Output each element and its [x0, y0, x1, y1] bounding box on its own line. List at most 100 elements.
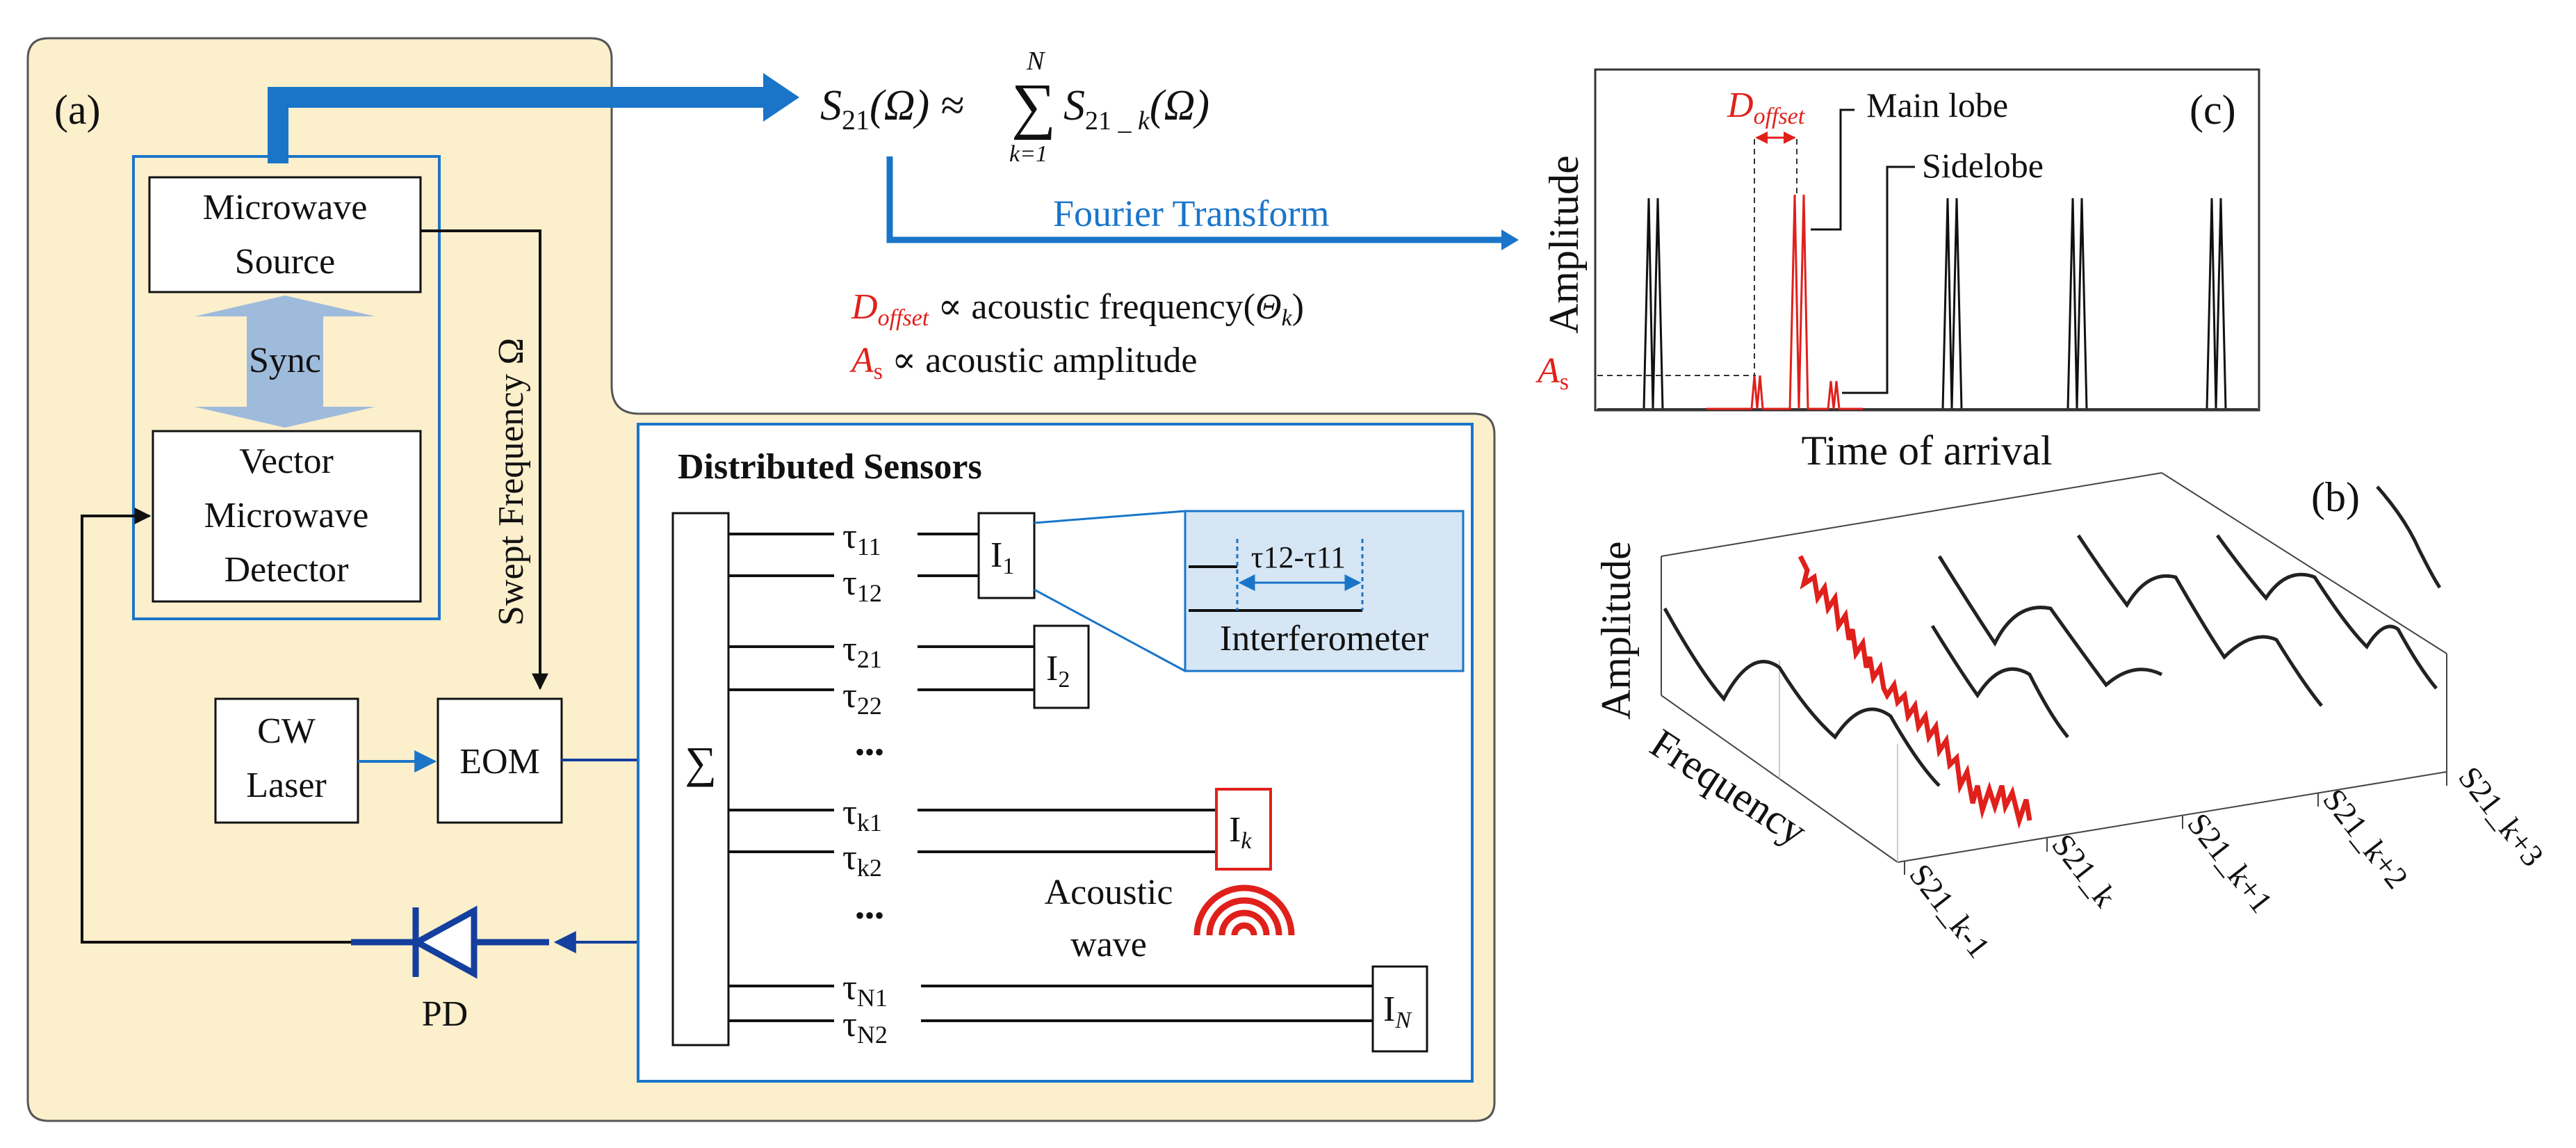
panel-b-red-curve: [1798, 555, 2032, 830]
interferometer-N-box: [1371, 965, 1428, 1053]
tau-k2-base: τ: [842, 838, 857, 878]
eom-box: [437, 697, 563, 824]
tau-21-base: τ: [842, 629, 857, 669]
sidelobe-leader: [1842, 165, 1915, 394]
fourier-arrowhead: [1501, 229, 1519, 250]
output-arrowhead: [763, 73, 799, 122]
panel-a-label: (a): [54, 87, 101, 133]
series-label-k+2: S21_k+2: [2316, 782, 2415, 896]
eom-label: EOM: [459, 742, 540, 782]
tau-N2-base: τ: [842, 1005, 857, 1044]
interferometer-1-label: I1: [991, 535, 1014, 579]
panel-c-pulses: [1642, 197, 2227, 410]
vector-detector-line2: Microwave: [204, 496, 369, 535]
sync-arrow: [195, 296, 375, 428]
tau-21-sub: 21: [857, 645, 882, 673]
tau-k1-base: τ: [842, 793, 857, 832]
tau-22-sub: 22: [857, 692, 882, 720]
panel-b-label: (b): [2311, 474, 2360, 520]
equation-rhs: S21 _ k(Ω): [1063, 82, 1209, 136]
cw-laser-line2: Laser: [246, 766, 326, 805]
tau-22-base: τ: [842, 676, 857, 716]
dots-1: •••: [855, 736, 884, 768]
microwave-source-box: [148, 176, 422, 293]
swept-frequency-line: [421, 229, 548, 690]
interferometer-k-box: [1215, 788, 1272, 871]
panel-b-ylabel: Amplitude: [1593, 541, 1639, 720]
fiber-lines: [728, 533, 1373, 1022]
microwave-source-line2: Source: [235, 242, 335, 282]
equation-upper: N: [1026, 47, 1046, 76]
as-relation: As ∝ acoustic amplitude: [849, 341, 1198, 385]
panel-b-grid: [1779, 661, 1898, 862]
main-lobe-label: Main lobe: [1866, 86, 2008, 124]
sum-symbol: ∑: [685, 738, 717, 787]
tau-11-sub: 11: [857, 533, 881, 560]
acoustic-wave-line1: Acoustic: [1045, 873, 1173, 912]
panel-c-xlabel: Time of arrival: [1801, 428, 2052, 474]
tau-N1-base: τ: [842, 968, 857, 1008]
tau-12-base: τ: [842, 563, 857, 603]
equation-lower: k=1: [1009, 141, 1047, 167]
microwave-source-line1: Microwave: [203, 188, 368, 227]
pd-label: PD: [422, 994, 468, 1034]
vector-detector-line1: Vector: [239, 442, 334, 481]
doffset-relation: Doffset ∝ acoustic frequency(Θk): [851, 287, 1304, 331]
output-arrow: [268, 87, 765, 163]
svg-text:τ21: τ21: [842, 629, 882, 673]
sync-label: Sync: [249, 341, 321, 380]
panel-c-ylabel: Amplitude: [1541, 155, 1587, 334]
interferometer-2-box: [1033, 624, 1090, 709]
fourier-label: Fourier Transform: [1053, 193, 1330, 234]
acoustic-wave-line2: wave: [1070, 925, 1147, 964]
svg-text:τ22: τ22: [842, 676, 882, 720]
interferometer-N-label: IN: [1383, 989, 1412, 1033]
vector-detector-line3: Detector: [224, 550, 348, 590]
interferometer-k-label: Ik: [1229, 810, 1252, 854]
tau-N2-sub: N2: [857, 1021, 888, 1049]
svg-text:τ12: τ12: [842, 563, 882, 607]
sum-box: [671, 512, 730, 1046]
swept-frequency-label: Swept Frequency Ω: [491, 338, 531, 626]
dots-2: •••: [855, 900, 884, 931]
tau-k1-sub: k1: [857, 809, 882, 836]
svg-text:τk1: τk1: [842, 793, 882, 836]
svg-text:τN2: τN2: [842, 1005, 888, 1049]
tau-12-sub: 12: [857, 579, 882, 607]
pd-triangle: [410, 905, 478, 979]
main-lobe-leader: [1811, 108, 1854, 231]
panel-c-label: (c): [2190, 87, 2236, 133]
panel-b-curves: [1663, 485, 2442, 787]
series-label-k+1: S21_k+1: [2180, 807, 2280, 920]
tau-k2-sub: k2: [857, 854, 882, 882]
series-label-k: S21_k: [2045, 827, 2123, 914]
equation-sum: ∑: [1011, 72, 1056, 140]
panel-c-as: As: [1535, 351, 1569, 395]
interferometer-inset: [1184, 510, 1465, 672]
series-label-k+3: S21_k+3: [2452, 760, 2551, 873]
sidelobe-label: Sidelobe: [1922, 146, 2044, 185]
vna-group: [132, 155, 441, 620]
acoustic-wave-icon: [1193, 884, 1295, 936]
inset-connector-bottom: [1034, 588, 1186, 672]
svg-text:τk2: τk2: [842, 838, 882, 882]
inset-connector-top: [1034, 510, 1186, 524]
inset-label: Interferometer: [1220, 619, 1428, 658]
vector-detector-box: [152, 430, 422, 603]
equation-lhs: S21(Ω) ≈: [820, 82, 964, 136]
svg-text:τ11: τ11: [842, 517, 881, 560]
tau-labels: τ11 τ12 τ21 τ22 τk1 τk2 τN1 τN2: [834, 515, 921, 1049]
series-label-k-1: S21_k-1: [1902, 857, 1997, 964]
cw-laser-line1: CW: [257, 711, 316, 751]
panel-c-red-pulse: [1706, 194, 1863, 410]
interferometer-1-box: [977, 512, 1036, 599]
distributed-sensors-title: Distributed Sensors: [678, 447, 982, 487]
svg-text:τN1: τN1: [842, 968, 888, 1012]
panel-c-frame: [1594, 68, 2260, 412]
tau-N1-sub: N1: [857, 984, 888, 1012]
inset-delay-label: τ12-τ11: [1251, 540, 1346, 574]
feedback-line: [81, 508, 356, 944]
interferometer-2-label: I2: [1046, 649, 1070, 693]
panel-b-xlabel: Frequency: [1642, 720, 1815, 855]
tau-11-base: τ: [842, 517, 857, 556]
